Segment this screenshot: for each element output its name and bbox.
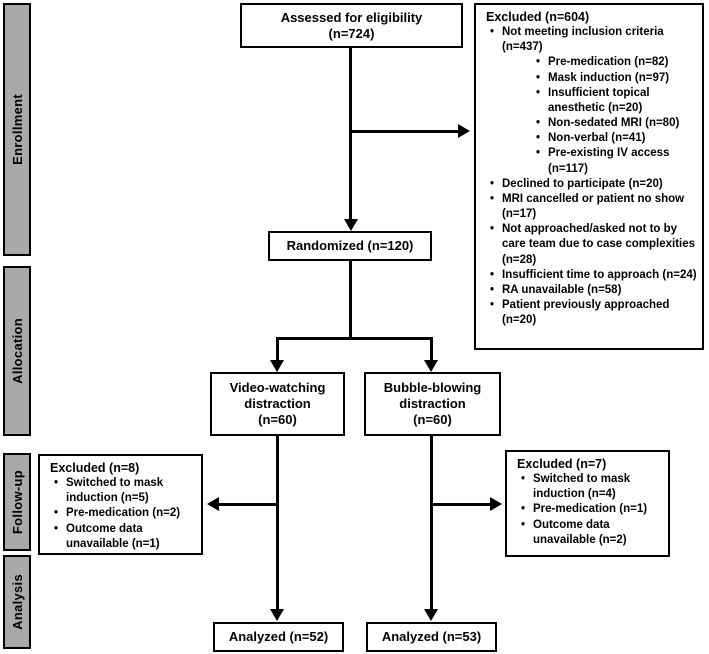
line-split-to-video [276, 337, 279, 361]
excluded-followup-left-list: Switched to mask induction (n=5) Pre-med… [48, 476, 196, 552]
list-item: Pre-medication (n=2) [48, 506, 196, 521]
assessed-line2: (n=724) [328, 25, 375, 41]
stage-label-analysis: Analysis [3, 555, 31, 649]
line-video-to-analyzed [276, 436, 279, 610]
arrowhead-into-excluded-followup-right [490, 497, 502, 511]
line-split-to-bubble [430, 337, 433, 361]
stage-label-follow-up-text: Follow-up [9, 469, 25, 535]
list-item: Outcome data unavailable (n=2) [515, 518, 663, 548]
list-item: MRI cancelled or patient no show (n=17) [484, 192, 697, 222]
arrowhead-into-randomized [344, 219, 358, 231]
excluded-followup-left-title: Excluded (n=8) [50, 461, 140, 475]
arrowhead-into-excluded-followup-left [207, 497, 219, 511]
list-item: Insufficient time to approach (n=24) [484, 268, 697, 283]
arrowhead-into-bubble-arm [424, 360, 438, 372]
line-to-excluded-followup-right [431, 503, 491, 506]
stage-label-allocation-text: Allocation [9, 318, 25, 384]
assessed-line1: Assessed for eligibility [280, 9, 423, 25]
list-item: Declined to participate (n=20) [484, 177, 697, 192]
excluded-enrollment-title: Excluded (n=604) [486, 10, 590, 24]
list-item: Not approached/asked not to by care team… [484, 222, 697, 268]
list-item: Outcome data unavailable (n=1) [48, 522, 196, 552]
list-item: Not meeting inclusion criteria (n=437) [484, 25, 697, 55]
stage-label-analysis-text: Analysis [9, 574, 25, 630]
list-item: Pre-medication (n=82) [530, 55, 697, 70]
list-item: Mask induction (n=97) [530, 71, 697, 86]
analyzed-left-label: Analyzed (n=52) [228, 629, 329, 645]
stage-label-enrollment: Enrollment [3, 3, 31, 256]
excluded-followup-right-list: Switched to mask induction (n=4) Pre-med… [515, 472, 663, 548]
excluded-followup-right-box: Excluded (n=7) Switched to mask inductio… [505, 450, 670, 557]
line-to-excluded-enrollment [350, 130, 458, 133]
stage-label-follow-up: Follow-up [3, 453, 31, 551]
randomized-box: Randomized (n=120) [268, 231, 432, 261]
line-assessed-to-randomized [349, 48, 352, 220]
video-arm-n: (n=60) [258, 411, 297, 427]
bubble-blowing-arm-box: Bubble-blowing distraction (n=60) [364, 372, 501, 436]
analyzed-right-box: Analyzed (n=53) [366, 622, 497, 652]
list-item: Pre-existing IV access (n=117) [530, 146, 697, 176]
arrowhead-into-excluded-enrollment [458, 124, 470, 138]
list-item: Insufficient topical anesthetic (n=20) [530, 86, 697, 116]
video-arm-label: Video-watching distraction [229, 380, 326, 412]
line-randomized-to-split [349, 261, 352, 339]
list-item: RA unavailable (n=58) [484, 283, 697, 298]
arrowhead-into-analyzed-left [270, 609, 284, 621]
line-allocation-split [276, 337, 433, 340]
excluded-followup-right-title: Excluded (n=7) [517, 457, 607, 471]
line-to-excluded-followup-left [219, 503, 277, 506]
stage-label-enrollment-text: Enrollment [9, 94, 25, 165]
list-item: Pre-medication (n=1) [515, 502, 663, 517]
list-item: Non-sedated MRI (n=80) [530, 116, 697, 131]
arrowhead-into-video-arm [270, 360, 284, 372]
list-item: Patient previously approached (n=20) [484, 298, 697, 328]
assessed-for-eligibility-box: Assessed for eligibility (n=724) [240, 3, 463, 48]
randomized-label: Randomized (n=120) [286, 238, 414, 254]
list-item: Switched to mask induction (n=4) [515, 472, 663, 502]
excluded-enrollment-box: Excluded (n=604) Not meeting inclusion c… [474, 3, 704, 350]
excluded-enrollment-list: Not meeting inclusion criteria (n=437) P… [484, 25, 697, 328]
line-bubble-to-analyzed [430, 436, 433, 610]
list-item: Non-verbal (n=41) [530, 131, 697, 146]
bubble-arm-n: (n=60) [413, 411, 452, 427]
video-watching-arm-box: Video-watching distraction (n=60) [210, 372, 345, 436]
analyzed-left-box: Analyzed (n=52) [213, 622, 344, 652]
excluded-followup-left-box: Excluded (n=8) Switched to mask inductio… [38, 454, 203, 555]
list-item: Switched to mask induction (n=5) [48, 476, 196, 506]
bubble-arm-label: Bubble-blowing distraction [383, 380, 482, 412]
analyzed-right-label: Analyzed (n=53) [381, 629, 482, 645]
stage-label-allocation: Allocation [3, 266, 31, 436]
arrowhead-into-analyzed-right [424, 609, 438, 621]
